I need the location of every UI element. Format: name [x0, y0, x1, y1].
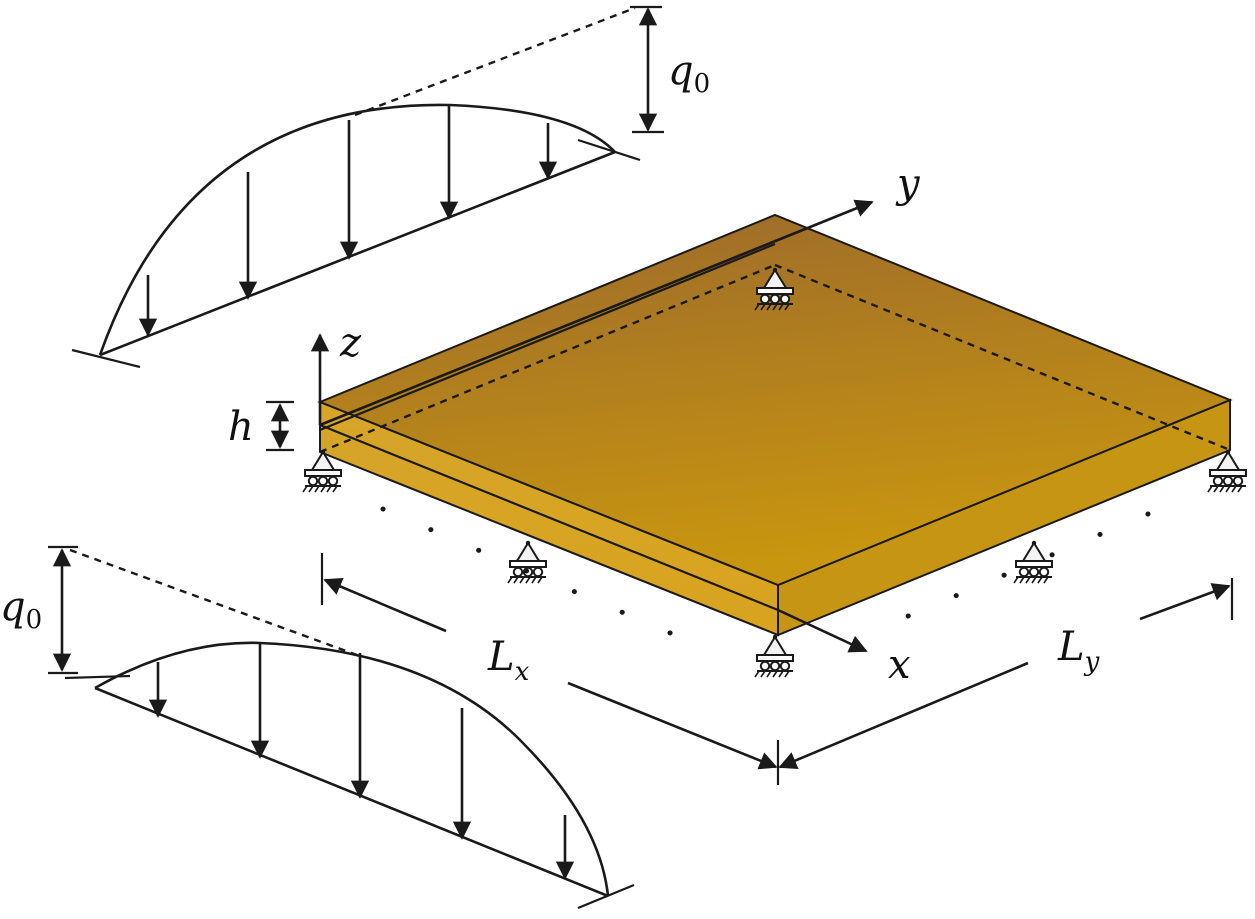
x-axis-label: x — [888, 642, 911, 688]
thickness-label: h — [228, 404, 254, 450]
load-end-tick-left — [71, 348, 141, 369]
load-arrows-top — [138, 104, 558, 337]
load-extension-dashed-top — [354, 6, 636, 117]
load-distribution-top: q0 — [71, 5, 710, 369]
q0-label-top: q0 — [668, 48, 710, 99]
q0-dimension-bottom — [48, 545, 78, 675]
hidden-edge-right — [774, 263, 1231, 452]
y-axis-label: y — [895, 161, 921, 207]
load-curve-top — [98, 103, 616, 356]
plate-top-face — [317, 213, 1233, 587]
roller-support-icon — [507, 539, 547, 584]
load-distribution-bottom: q0 — [0, 545, 635, 910]
dimension-ly: Ly — [778, 578, 1234, 770]
axes: z y x — [310, 161, 921, 688]
x-axis — [777, 608, 868, 653]
load-end-tick-left-bottom — [64, 674, 131, 680]
hidden-edge-left — [319, 263, 776, 454]
plate-mid-line-y — [319, 242, 776, 432]
load-end-tick-right — [577, 138, 641, 162]
z-axis-label: z — [339, 320, 362, 366]
plate-mid-line-x — [319, 423, 779, 612]
load-baseline-bottom — [94, 686, 609, 898]
q0-dimension-top — [630, 5, 664, 134]
q0-label-bottom: q0 — [0, 584, 42, 635]
thickness-dimension: h — [228, 400, 294, 452]
roller-support-icon — [1013, 539, 1053, 584]
dimension-lx: Lx — [320, 553, 780, 785]
y-axis — [319, 199, 874, 427]
load-end-tick-right-bottom — [577, 883, 635, 910]
load-curve-bottom — [94, 641, 610, 897]
load-arrows-bottom — [148, 643, 575, 880]
ly-label: Ly — [1057, 624, 1100, 677]
load-extension-dashed-bottom — [69, 548, 358, 657]
roller-support-icon — [754, 633, 794, 678]
plate — [317, 213, 1233, 637]
lx-label: Lx — [487, 634, 530, 687]
